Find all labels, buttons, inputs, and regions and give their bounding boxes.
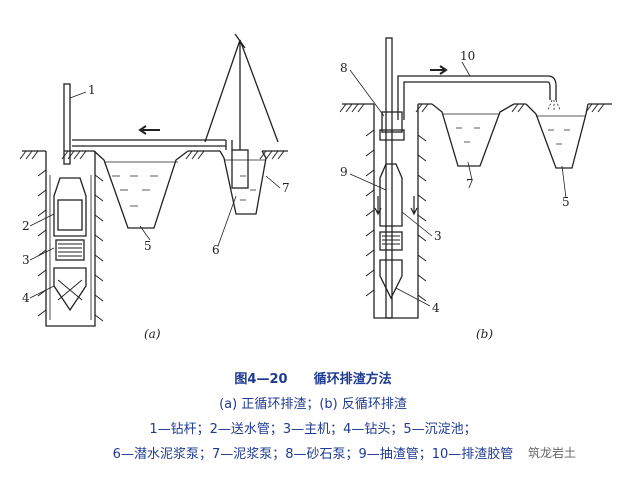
bit-cross-a <box>57 279 83 301</box>
label-5: 5 <box>144 239 152 253</box>
label-10: 10 <box>460 49 475 63</box>
ground-hatch-a <box>19 150 285 160</box>
label-3b: 3 <box>434 229 442 243</box>
main-unit-a <box>53 177 87 237</box>
label-9: 9 <box>340 165 348 179</box>
legend-line-1: 1—钻杆；2—送水管；3—主机；4—钻头；5—沉淀池； <box>149 422 477 437</box>
tripod-a <box>204 33 279 150</box>
pit-water-a <box>224 159 266 201</box>
drill-bit-b <box>379 259 403 300</box>
rod-label-leader <box>69 91 87 99</box>
flow-arrow-b <box>430 65 448 75</box>
gear-lines-a <box>58 243 82 257</box>
spray-b <box>547 99 561 112</box>
panel-b: 8 9 10 7 3 4 5 (b) <box>339 37 612 341</box>
borehole-flow-a <box>49 175 92 320</box>
settling-pit-b <box>431 103 515 167</box>
ground-hatch-b <box>339 103 605 113</box>
panel-b-tag: (b) <box>476 327 493 341</box>
label-7b: 7 <box>466 177 474 191</box>
gravel-pump-b <box>381 111 403 133</box>
tank-water-b <box>536 115 586 145</box>
watermark: 筑龙岩土 <box>528 446 577 460</box>
main-unit-b <box>379 163 403 227</box>
borehole-arrows-b <box>374 196 418 216</box>
leaders-a <box>29 175 281 299</box>
gear-a <box>55 239 85 261</box>
borehole-hatch-b <box>365 129 427 302</box>
gear-lines-b <box>382 235 400 245</box>
pit-water-b <box>442 113 500 143</box>
borehole-b <box>373 104 419 319</box>
hose-label-leader <box>461 61 471 77</box>
panel-a-tag: (a) <box>144 327 161 341</box>
label-7: 7 <box>282 181 290 195</box>
gear-b <box>379 231 403 251</box>
settling-tank-b <box>525 103 589 169</box>
label-4b: 4 <box>432 301 440 315</box>
legend-line-2: 6—潜水泥浆泵；7—泥浆泵；8—砂石泵；9—抽渣管；10—排渣胶管 <box>112 447 514 462</box>
tank-water-a <box>104 161 178 207</box>
label-8: 8 <box>340 61 348 75</box>
figure-title: 图4—20 循环排渣方法 <box>0 368 626 387</box>
pump-top-b <box>379 129 405 141</box>
figure-subtitle: (a) 正循环排渣；(b) 反循环排渣 <box>219 397 407 412</box>
label-4: 4 <box>22 291 30 305</box>
panel-a: 1 2 3 4 5 6 7 (a) <box>19 33 290 341</box>
main-body-a <box>57 199 83 231</box>
figure-number: 图4—20 <box>234 372 288 387</box>
label-5b: 5 <box>562 195 570 209</box>
flow-arrow-a <box>138 125 160 135</box>
label-3: 3 <box>22 253 30 267</box>
label-6: 6 <box>212 243 220 257</box>
settling-tank-a <box>93 150 189 229</box>
leaders-b <box>349 69 567 307</box>
label-1: 1 <box>88 83 96 97</box>
drill-rod-a <box>63 83 71 165</box>
submersible-pump-a <box>231 149 249 189</box>
figure-title-text: 循环排渣方法 <box>313 372 392 387</box>
mud-pit-a <box>219 150 267 215</box>
feed-pipe-a <box>72 139 233 150</box>
borehole-a <box>45 151 96 327</box>
borehole-hatch-a <box>37 169 104 322</box>
discharge-hose-b <box>397 75 557 120</box>
label-2: 2 <box>22 219 30 233</box>
drill-rod-b <box>385 37 393 319</box>
drill-bit-a <box>53 267 87 312</box>
